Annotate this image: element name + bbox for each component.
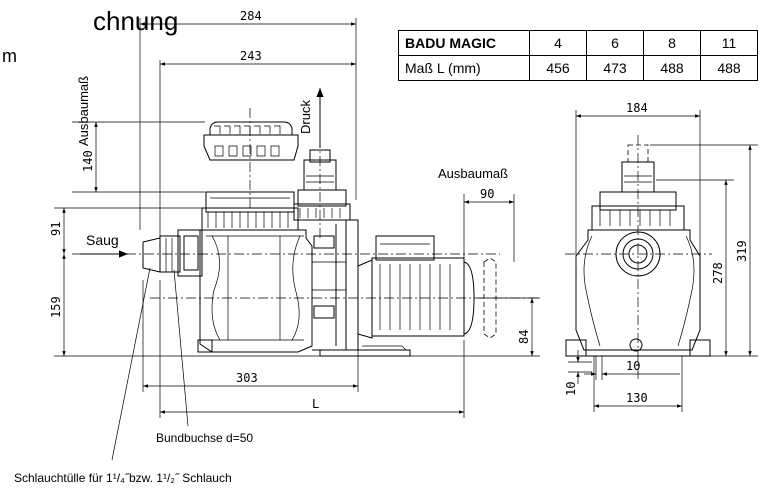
table-length-8: 488 — [643, 55, 701, 81]
label-bundbuchse: Bundbuchse d=50 — [156, 431, 253, 445]
table-length-11: 488 — [700, 55, 758, 81]
pump-side-view — [72, 108, 540, 357]
label-ausbaumass: Ausbaumaß — [438, 166, 508, 181]
dim-84: 84 — [517, 330, 531, 344]
front-view-dimensions: 184 319 278 10 10 130 — [564, 101, 758, 412]
table-size-4: 4 — [529, 30, 587, 56]
label-saug: Saug — [86, 232, 119, 248]
table-size-6: 6 — [586, 30, 644, 56]
dim-10-horizontal: 10 — [626, 359, 640, 373]
dim-278: 278 — [711, 262, 725, 284]
size-table: BADU MAGIC 4 6 8 11 Maß L (mm) 456 473 4… — [398, 30, 758, 81]
label-schlauchtuelle: Schlauchtülle für 1¹/₄˝bzw. 1¹/₂˝ Schlau… — [14, 471, 232, 485]
dim-10-vertical: 10 — [564, 382, 578, 396]
dim-130: 130 — [626, 391, 648, 405]
flow-labels: Ausbaumaß Druck Saug — [76, 76, 324, 258]
pump-front-view — [565, 135, 712, 380]
table-size-11: 11 — [700, 30, 758, 56]
label-ausbaumass-vertical: Ausbaumaß — [76, 76, 91, 146]
table-length-6: 473 — [586, 55, 644, 81]
label-druck: Druck — [298, 100, 313, 134]
drawing-subtitle: m — [2, 46, 17, 66]
table-length-4: 456 — [529, 55, 587, 81]
dim-90: 90 — [480, 187, 494, 201]
side-view-dimensions: 284 243 140 91 159 303 L 90 Ausbaumaß — [49, 9, 540, 418]
size-table-length-row: Maß L (mm) 456 473 488 488 — [398, 55, 758, 81]
callouts: Bundbuchse d=50 Schlauchtülle für 1¹/₄˝b… — [14, 267, 253, 485]
dim-303: 303 — [236, 371, 258, 385]
table-size-8: 8 — [643, 30, 701, 56]
drawing-title: chnung — [93, 6, 178, 36]
size-table-header-row: BADU MAGIC 4 6 8 11 — [398, 30, 758, 56]
table-header-model: BADU MAGIC — [398, 30, 530, 56]
dim-140: 140 — [81, 150, 95, 172]
dim-243: 243 — [240, 49, 262, 63]
table-row-label: Maß L (mm) — [398, 55, 530, 81]
dim-91: 91 — [49, 222, 63, 236]
dim-184: 184 — [626, 101, 648, 115]
dim-284: 284 — [240, 9, 262, 23]
dim-159: 159 — [49, 296, 63, 318]
dim-L: L — [312, 397, 319, 411]
dim-319: 319 — [735, 240, 749, 262]
